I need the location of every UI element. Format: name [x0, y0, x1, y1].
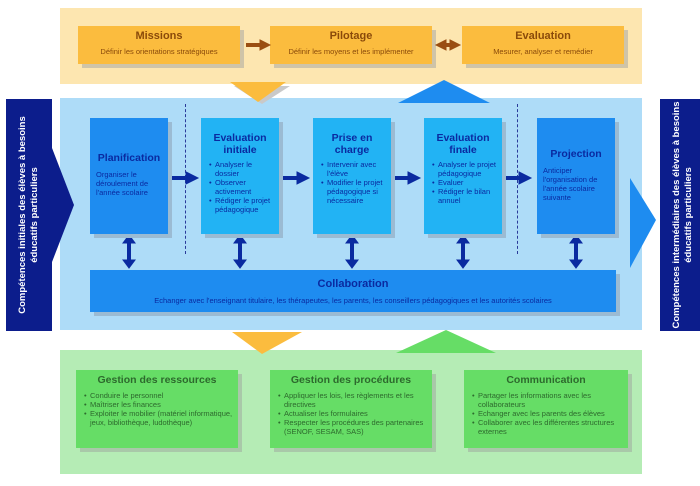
bullet: Echanger avec les parents des élèves — [472, 409, 624, 418]
step-title: Evaluation initiale — [213, 132, 267, 156]
bullet: Actualiser les formulaires — [278, 409, 428, 418]
box-missions: Missions Définir les orientations straté… — [78, 26, 240, 64]
bullet: Observer activement — [209, 178, 275, 196]
box-title: Missions — [135, 30, 183, 42]
down-triangle-support-icon — [232, 332, 302, 354]
box-subtitle: Définir les moyens et les implémenter — [288, 47, 414, 56]
bullet: Collaborer avec les différentes structur… — [472, 418, 624, 436]
double-arrow-icon — [233, 259, 247, 269]
box-title: Communication — [506, 374, 586, 386]
bullet: Intervenir avec l'élève — [321, 160, 387, 178]
bullet: Modifier le projet pédagogique si nécess… — [321, 178, 387, 205]
bullet: Evaluer — [432, 178, 498, 187]
right-arrow-icon — [259, 39, 272, 51]
box-communication: Communication Partager les informations … — [464, 370, 628, 448]
box-bullets: Appliquer les lois, les règlements et le… — [270, 391, 432, 436]
step-prise-en-charge: Prise en charge Intervenir avec l'élève … — [313, 118, 391, 234]
bullet: Analyser le projet pédagogique — [432, 160, 498, 178]
double-arrow-icon — [122, 259, 136, 269]
double-arrow-icon — [456, 259, 470, 269]
box-evaluation: Evaluation Mesurer, analyser et remédier — [462, 26, 624, 64]
step-evaluation-finale: Evaluation finale Analyser le projet péd… — [424, 118, 502, 234]
step-evaluation-initiale: Evaluation initiale Analyser le dossier … — [201, 118, 279, 234]
up-triangle-support-icon — [396, 330, 496, 353]
bullet: Conduire le personnel — [84, 391, 234, 400]
collaboration-bar: Collaboration Echanger avec l'enseignant… — [90, 270, 616, 312]
bullet: Rédiger le bilan annuel — [432, 187, 498, 205]
bullet: Respecter les procédures des partenaires… — [278, 418, 428, 436]
box-pilotage: Pilotage Définir les moyens et les implé… — [270, 26, 432, 64]
box-gestion-ressources: Gestion des ressources Conduire le perso… — [76, 370, 238, 448]
double-arrow-icon — [345, 259, 359, 269]
left-arrow-icon — [434, 39, 447, 51]
collaboration-title: Collaboration — [317, 278, 389, 290]
right-arrow-icon — [185, 171, 200, 185]
entry-arrow-icon — [52, 148, 74, 262]
bullet: Rédiger le projet pédagogique — [209, 196, 275, 214]
step-title: Planification — [97, 152, 161, 164]
step-projection: Projection Anticiper l'organisation de l… — [537, 118, 615, 234]
box-subtitle: Mesurer, analyser et remédier — [493, 47, 593, 56]
box-subtitle: Définir les orientations stratégiques — [100, 47, 218, 56]
initial-competences-bar: Compétences initiales des élèves à besoi… — [6, 99, 52, 331]
step-title: Evaluation finale — [436, 132, 490, 156]
right-arrow-icon — [518, 171, 533, 185]
step-title: Projection — [550, 148, 602, 160]
bullet: Exploiter le mobilier (matériel informat… — [84, 409, 234, 427]
up-triangle-process-icon — [398, 80, 490, 103]
box-title: Gestion des ressources — [97, 374, 217, 386]
collaboration-subtitle: Echanger avec l'enseignant titulaire, le… — [154, 296, 552, 305]
bullet: Analyser le dossier — [209, 160, 275, 178]
box-title: Gestion des procédures — [290, 374, 412, 386]
step-bullets: Analyser le projet pédagogique Evaluer R… — [424, 160, 502, 205]
box-bullets: Conduire le personnel Maîtriser les fina… — [76, 391, 238, 427]
box-title: Evaluation — [515, 30, 571, 42]
step-description: Organiser le déroulement de l'année scol… — [96, 170, 149, 197]
bullet: Partager les informations avec les colla… — [472, 391, 624, 409]
step-planification: Planification Organiser le déroulement d… — [90, 118, 168, 234]
box-bullets: Partager les informations avec les colla… — [464, 391, 628, 436]
step-description: Anticiper l'organisation de l'année scol… — [543, 166, 598, 202]
box-title: Pilotage — [329, 30, 373, 42]
intermediate-competences-bar: Compétences intermédiaires des élèves à … — [660, 99, 700, 331]
bullet: Maîtriser les finances — [84, 400, 234, 409]
right-arrow-icon — [407, 171, 422, 185]
right-arrow-icon — [296, 171, 311, 185]
down-triangle-strategic-icon — [230, 82, 286, 102]
step-bullets: Intervenir avec l'élève Modifier le proj… — [313, 160, 391, 205]
step-bullets: Analyser le dossier Observer activement … — [201, 160, 279, 214]
box-gestion-procedures: Gestion des procédures Appliquer les loi… — [270, 370, 432, 448]
right-arrow-icon — [449, 39, 462, 51]
step-title: Prise en charge — [331, 132, 373, 156]
double-arrow-icon — [569, 259, 583, 269]
exit-arrow-icon — [630, 178, 656, 268]
bullet: Appliquer les lois, les règlements et le… — [278, 391, 428, 409]
